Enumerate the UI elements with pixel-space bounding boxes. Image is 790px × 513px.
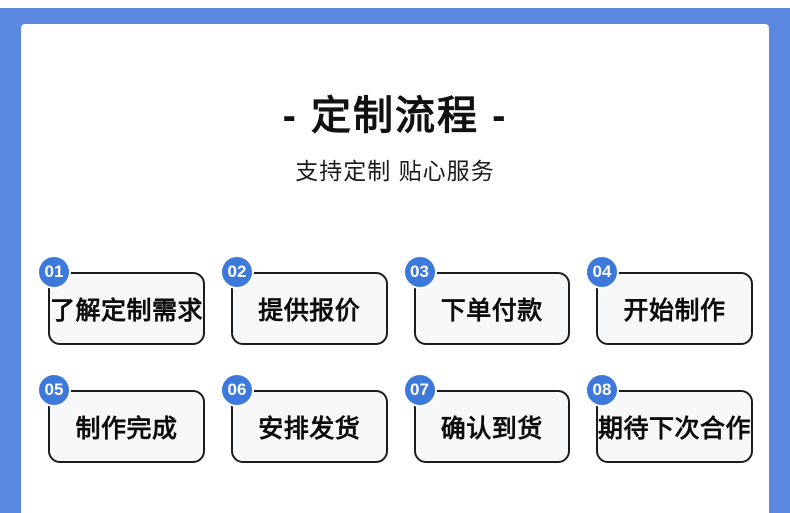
step-number-badge: 05 (37, 373, 71, 407)
step-label: 开始制作 (623, 296, 726, 325)
step-label: 了解定制需求 (50, 296, 204, 325)
page-title: - 定制流程 - (282, 94, 508, 138)
step-card-7: 07 确认到货 (402, 373, 570, 463)
step-label: 制作完成 (75, 414, 178, 443)
step-label: 期待下次合作 (597, 414, 751, 443)
step-card-3: 03 下单付款 (402, 255, 570, 345)
step-number-badge: 04 (584, 255, 619, 289)
step-number-badge: 02 (220, 255, 255, 289)
step-label: 确认到货 (440, 414, 543, 443)
step-number-badge: 08 (584, 373, 619, 407)
step-card-8: 08 期待下次合作 (584, 373, 753, 463)
step-label: 提供报价 (258, 296, 361, 325)
page-subtitle: 支持定制 贴心服务 (295, 158, 495, 184)
step-label: 安排发货 (258, 414, 361, 443)
step-card-2: 02 提供报价 (220, 255, 388, 345)
step-card-1: 01 了解定制需求 (37, 255, 206, 345)
step-card-5: 05 制作完成 (37, 373, 206, 463)
steps-grid: 01 了解定制需求 02 提供报价 03 下单付款 04 开始制作 05 制作完… (37, 255, 753, 463)
step-number-badge: 06 (220, 373, 255, 407)
step-card-6: 06 安排发货 (220, 373, 388, 463)
step-number-badge: 01 (37, 255, 71, 289)
step-label: 下单付款 (440, 296, 543, 325)
step-card-4: 04 开始制作 (584, 255, 753, 345)
step-number-badge: 07 (402, 373, 437, 407)
step-number-badge: 03 (402, 255, 437, 289)
content-panel: - 定制流程 - 支持定制 贴心服务 01 了解定制需求 02 提供报价 03 … (21, 24, 769, 513)
